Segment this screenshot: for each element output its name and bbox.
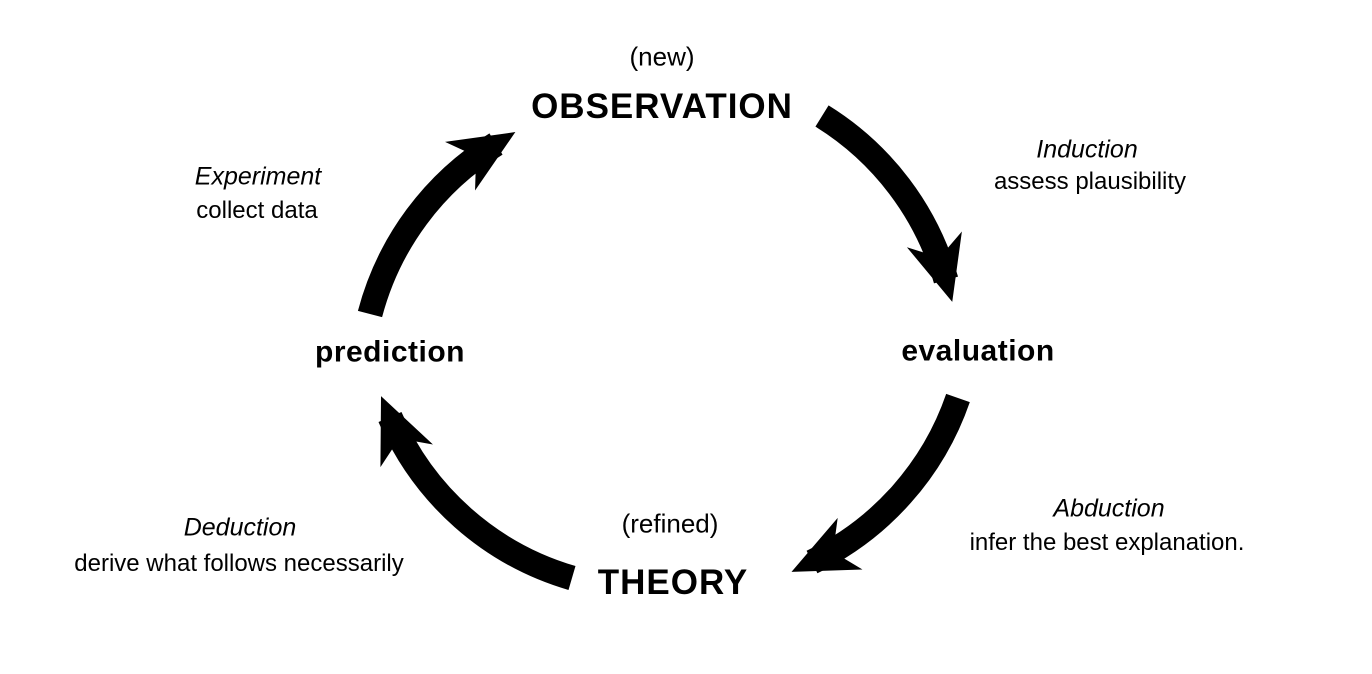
edge-deduction-name: Deduction — [183, 513, 297, 542]
observation-qualifier: (new) — [629, 41, 695, 72]
curved-arrow-theory-to-prediction — [378, 396, 576, 590]
edge-deduction-description: derive what follows necessarily — [74, 549, 404, 577]
curved-arrow-prediction-to-observation — [357, 132, 516, 318]
theory-qualifier: (refined) — [621, 508, 719, 539]
edge-abduction-name: Abduction — [1053, 494, 1165, 523]
node-evaluation: evaluation — [901, 334, 1055, 368]
edge-induction-description: assess plausibility — [993, 167, 1187, 195]
edge-abduction-description: infer the best explanation. — [969, 528, 1245, 556]
node-theory: THEORY — [597, 562, 749, 602]
edge-experiment-description: collect data — [196, 196, 318, 224]
edge-experiment-name: Experiment — [194, 162, 322, 191]
curved-arrow-evaluation-to-theory — [791, 393, 970, 574]
curved-arrow-observation-to-evaluation — [815, 105, 962, 302]
edge-induction-name: Induction — [1036, 135, 1138, 164]
node-observation: OBSERVATION — [531, 86, 793, 126]
node-prediction: prediction — [314, 335, 466, 369]
